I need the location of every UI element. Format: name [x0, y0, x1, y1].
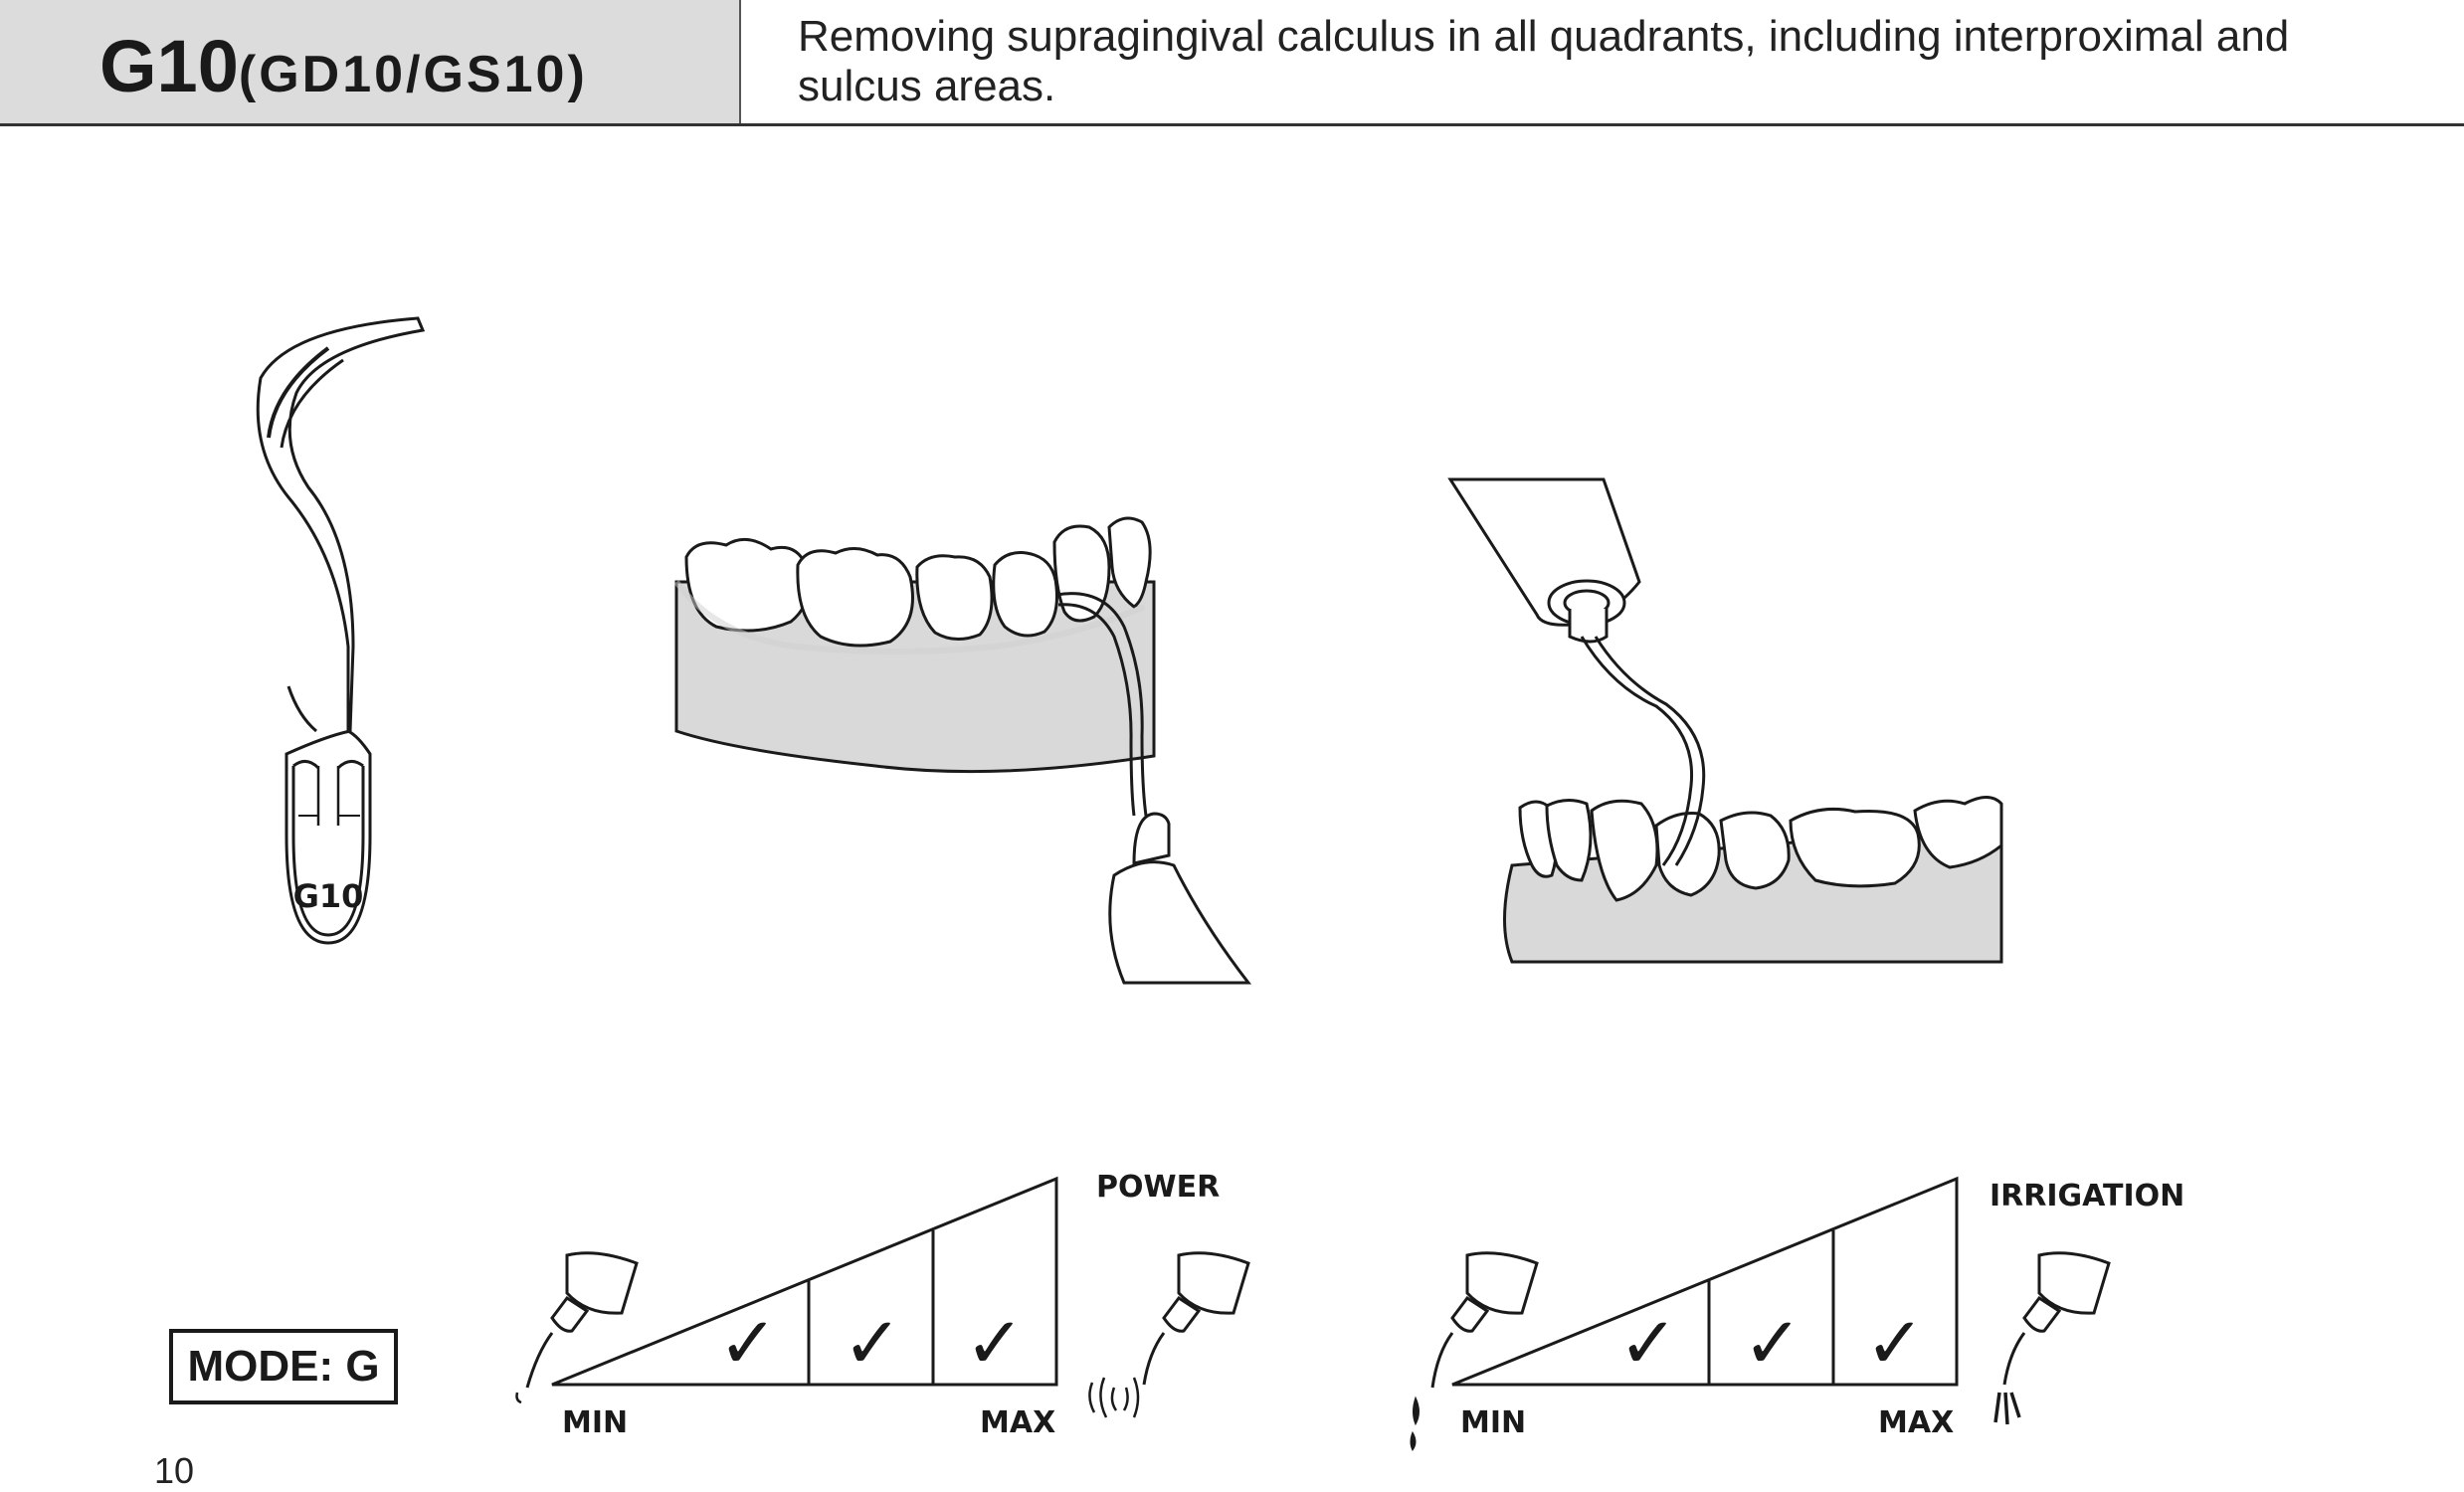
power-min-label: MIN	[562, 1405, 628, 1440]
mode-label: MODE: G	[169, 1329, 398, 1404]
power-handpiece-max	[1088, 1251, 1250, 1418]
power-max-label: MAX	[980, 1405, 1055, 1440]
irrigation-handpiece-min	[1410, 1251, 1539, 1451]
tip-label: G10	[293, 877, 364, 915]
power-check-2: ✓	[843, 1301, 902, 1385]
scaler-tip-illustration	[256, 316, 426, 945]
power-handpiece-min	[515, 1251, 639, 1404]
irrigation-scale	[1451, 1176, 1959, 1387]
irrigation-title: IRRIGATION	[1990, 1179, 2184, 1213]
description: Removing supragingival calculus in all q…	[798, 12, 2290, 110]
jaw-illustration-right	[1447, 477, 2003, 964]
power-check-3: ✓	[965, 1301, 1025, 1385]
header-title-box	[0, 0, 741, 123]
power-check-1: ✓	[718, 1301, 778, 1385]
jaw-illustration-middle	[673, 516, 1252, 985]
irrigation-check-3: ✓	[1865, 1301, 1925, 1385]
header-rule	[0, 123, 2464, 126]
model-title: G10(GD10/GS10)	[99, 24, 588, 108]
model-code: G10	[99, 25, 239, 107]
header-divider	[739, 0, 741, 123]
irrigation-triangle	[1451, 1176, 1959, 1387]
power-title: POWER	[1096, 1170, 1220, 1205]
power-triangle	[551, 1176, 1058, 1387]
irrigation-handpiece-max	[1993, 1251, 2111, 1425]
irrigation-check-1: ✓	[1618, 1301, 1678, 1385]
irrigation-check-2: ✓	[1743, 1301, 1802, 1385]
irrigation-max-label: MAX	[1878, 1405, 1954, 1440]
irrigation-min-label: MIN	[1460, 1405, 1526, 1440]
model-variants: (GD10/GS10)	[238, 46, 588, 103]
page-number: 10	[154, 1450, 195, 1491]
power-scale	[551, 1176, 1058, 1387]
